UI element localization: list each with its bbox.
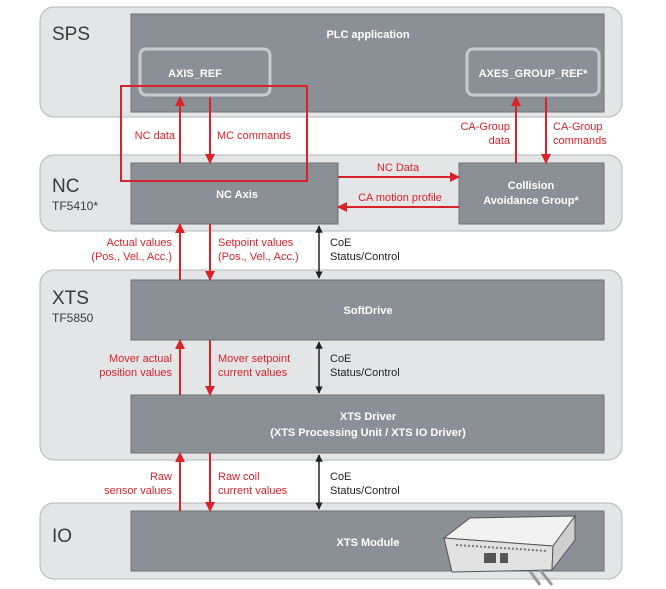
ca-motion-profile-label: CA motion profile bbox=[358, 192, 442, 204]
mc-commands-label: MC commands bbox=[217, 130, 291, 142]
xts-module-device-image bbox=[442, 514, 577, 586]
axes-group-ref-label: AXES_GROUP_REF* bbox=[479, 68, 589, 80]
mover-actual-label-1: Mover actual bbox=[109, 353, 172, 365]
ca-group-commands-label-1: CA-Group bbox=[553, 121, 603, 133]
status-control-label-2: Status/Control bbox=[330, 367, 400, 379]
actual-values-label-2: (Pos., Vel., Acc.) bbox=[91, 251, 172, 263]
io-layer-label: IO bbox=[52, 526, 72, 547]
nc-layer-label: NC bbox=[52, 176, 79, 197]
coe-label-3: CoE bbox=[330, 471, 351, 483]
xts-driver-box bbox=[130, 394, 605, 454]
raw-sensor-label-2: sensor values bbox=[104, 485, 172, 497]
nc-data-label: NC data bbox=[135, 130, 176, 142]
raw-sensor-label-1: Raw bbox=[150, 471, 172, 483]
ca-group-commands-label-2: commands bbox=[553, 135, 607, 147]
setpoint-values-label-1: Setpoint values bbox=[218, 237, 294, 249]
xts-layer-label: XTS bbox=[52, 288, 89, 309]
coe-label-1: CoE bbox=[330, 237, 351, 249]
sps-layer-label: SPS bbox=[52, 24, 90, 45]
softdrive-label: SoftDrive bbox=[344, 305, 393, 317]
softdrive-box bbox=[130, 279, 605, 341]
ca-group-data-label-2: data bbox=[489, 135, 511, 147]
actual-values-label-1: Actual values bbox=[107, 237, 173, 249]
collision-avoidance-label-2: Avoidance Group* bbox=[483, 195, 579, 207]
xts-layer-sublabel: TF5850 bbox=[52, 311, 94, 325]
raw-coil-label-1: Raw coil bbox=[218, 471, 260, 483]
collision-avoidance-box bbox=[458, 162, 605, 225]
nc-axis-label: NC Axis bbox=[216, 189, 258, 201]
xts-module-label: XTS Module bbox=[337, 537, 400, 549]
status-control-label-3: Status/Control bbox=[330, 485, 400, 497]
mover-actual-label-2: position values bbox=[99, 367, 172, 379]
collision-avoidance-label-1: Collision bbox=[508, 180, 555, 192]
ca-group-data-label-1: CA-Group bbox=[460, 121, 510, 133]
raw-coil-label-2: current values bbox=[218, 485, 288, 497]
plc-application-label: PLC application bbox=[326, 29, 409, 41]
nc-data-right-label: NC Data bbox=[377, 162, 420, 174]
nc-axis-box bbox=[130, 162, 339, 225]
coe-label-2: CoE bbox=[330, 353, 351, 365]
mover-setpoint-label-1: Mover setpoint bbox=[218, 353, 290, 365]
axes-group-ref-box bbox=[465, 47, 601, 97]
xts-driver-label-1: XTS Driver bbox=[340, 411, 397, 423]
xts-driver-label-2: (XTS Processing Unit / XTS IO Driver) bbox=[270, 427, 466, 439]
axis-ref-box bbox=[138, 47, 272, 97]
nc-layer-sublabel: TF5410* bbox=[52, 199, 98, 213]
status-control-label-1: Status/Control bbox=[330, 251, 400, 263]
mover-setpoint-label-2: current values bbox=[218, 367, 288, 379]
axis-ref-label: AXIS_REF bbox=[168, 68, 222, 80]
setpoint-values-label-2: (Pos., Vel., Acc.) bbox=[218, 251, 299, 263]
highlight-frame bbox=[120, 85, 308, 182]
